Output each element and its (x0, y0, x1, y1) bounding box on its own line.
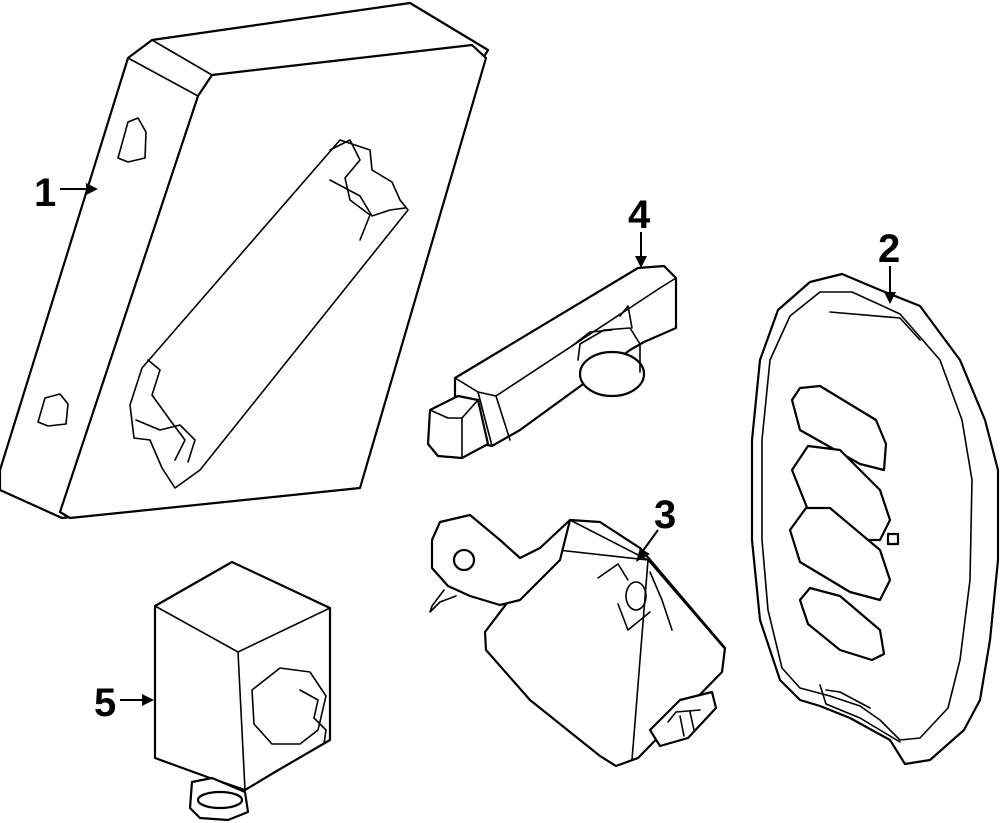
callout-5-label: 5 (94, 681, 116, 725)
part-3-module (429, 513, 727, 768)
callout-5: 5 (94, 681, 154, 725)
callout-1: 1 (34, 171, 98, 215)
part-1-control-module (0, 1, 490, 520)
callout-2-label: 2 (878, 227, 900, 271)
callout-3: 3 (636, 493, 676, 562)
part-5-sensor-cube (153, 560, 332, 822)
callout-2: 2 (878, 227, 900, 304)
callout-3-label: 3 (654, 493, 676, 537)
callout-4-label: 4 (628, 193, 651, 237)
callout-4: 4 (628, 193, 651, 268)
part-2-key-fob (750, 272, 1000, 766)
part-4-sensor (426, 264, 678, 460)
callout-1-label: 1 (34, 171, 56, 215)
